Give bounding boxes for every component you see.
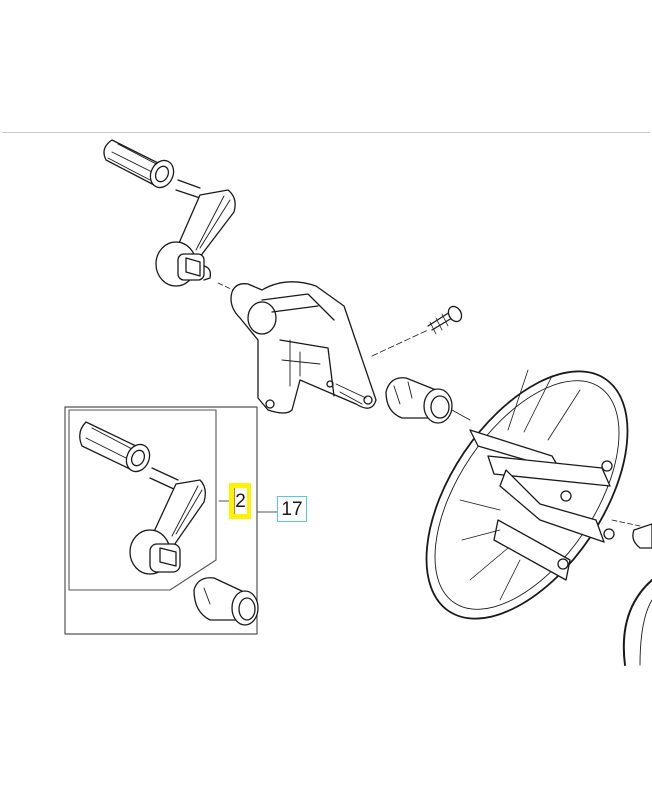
hub-coupling-top [385, 377, 453, 424]
callout-part-2[interactable]: 2 [229, 483, 251, 519]
kit-17-frame [64, 406, 258, 635]
grip-sleeve-top [103, 139, 175, 189]
reel-drum-partial [622, 523, 652, 666]
callout-2-label: 2 [235, 490, 246, 512]
kit-2-frame [68, 409, 217, 591]
mounting-bracket [230, 281, 377, 414]
header-divider [2, 132, 650, 133]
leader-line [371, 329, 429, 357]
callout-17-label: 17 [281, 498, 303, 520]
screw [427, 305, 463, 335]
crank-arm-top [155, 179, 236, 287]
callout-part-17[interactable]: 17 [277, 496, 307, 522]
reel-drum-disc [425, 369, 641, 620]
leader-line [451, 409, 471, 421]
crank-arm-inset [129, 467, 206, 575]
grip-sleeve-inset [79, 421, 151, 473]
hub-coupling-inset [193, 577, 259, 626]
